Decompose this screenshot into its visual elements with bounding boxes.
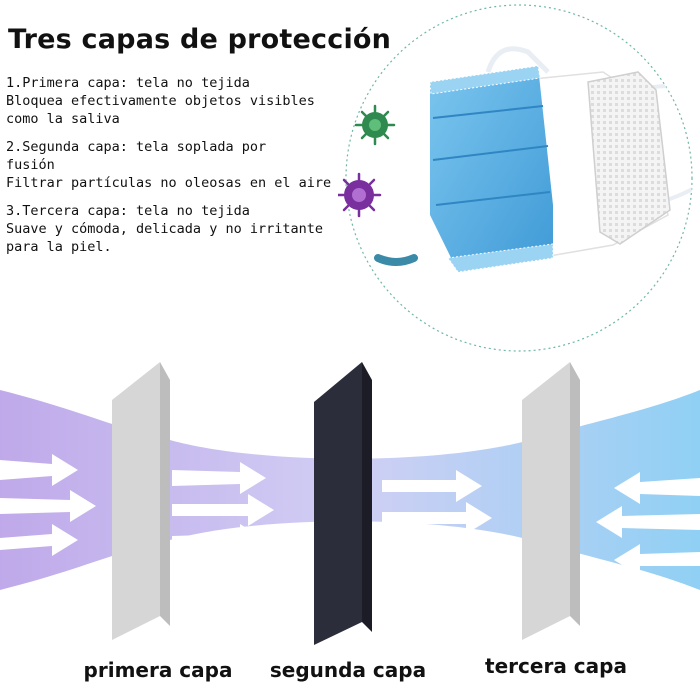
mesh-layer [587, 71, 671, 245]
arrow-right-icon [172, 494, 274, 526]
layer-1-detail-line: como la saliva [6, 111, 120, 127]
layer-3-detail-line: para la piel. [6, 239, 112, 255]
arrow-left-icon [596, 506, 700, 538]
mask-illustration [338, 4, 693, 352]
surgical-mask-icon [429, 65, 554, 273]
layer-2-description: 2.Segunda capa: tela soplada por fusión … [6, 138, 332, 192]
arrows-middle-left-group [172, 462, 274, 556]
filter-panel-3 [522, 362, 580, 640]
arrow-right-icon [0, 454, 78, 486]
filter-panel-2 [314, 362, 372, 645]
layer-1-heading: 1.Primera capa: tela no tejida [6, 75, 250, 91]
virus-green-icon [354, 104, 396, 146]
layer-2-heading: 2.Segunda capa: tela soplada por [6, 139, 267, 155]
arrow-left-icon [614, 544, 700, 576]
layer-2-detail-line: Filtrar partículas no oleosas en el aire [6, 175, 332, 191]
layer-3-heading: 3.Tercera capa: tela no tejida [6, 203, 250, 219]
caption-layer-1: primera capa [83, 658, 233, 682]
layer-1-detail-line: Bloquea efectivamente objetos visibles [6, 93, 315, 109]
layer-3-description: 3.Tercera capa: tela no tejida Suave y c… [6, 202, 326, 256]
layer-3-detail-line: Suave y cómoda, delicada y no irritante [6, 221, 323, 237]
arrows-left-group [0, 454, 96, 556]
virus-purple-icon [338, 172, 382, 218]
filtration-diagram [0, 362, 700, 645]
caption-layer-2: segunda capa [269, 658, 427, 682]
arrow-right-icon [0, 524, 78, 556]
arrows-right-group [596, 472, 700, 576]
filter-panel-1 [112, 362, 170, 640]
layer-2-heading-continued: fusión [6, 157, 55, 173]
arrow-right-icon [382, 534, 482, 566]
arrow-right-icon [172, 462, 266, 494]
caption-layer-3: tercera capa [485, 654, 627, 678]
page-title: Tres capas de protección [8, 24, 392, 55]
particle-icon [374, 254, 418, 266]
arrow-right-icon [382, 502, 492, 534]
layer-1-description: 1.Primera capa: tela no tejida Bloquea e… [6, 74, 326, 128]
arrows-middle-right-group [382, 470, 492, 566]
arrow-left-icon [614, 472, 700, 504]
ear-loop [485, 46, 550, 74]
arrow-right-icon [0, 490, 96, 522]
arrow-right-icon [382, 470, 482, 502]
arrow-right-icon [172, 524, 266, 556]
